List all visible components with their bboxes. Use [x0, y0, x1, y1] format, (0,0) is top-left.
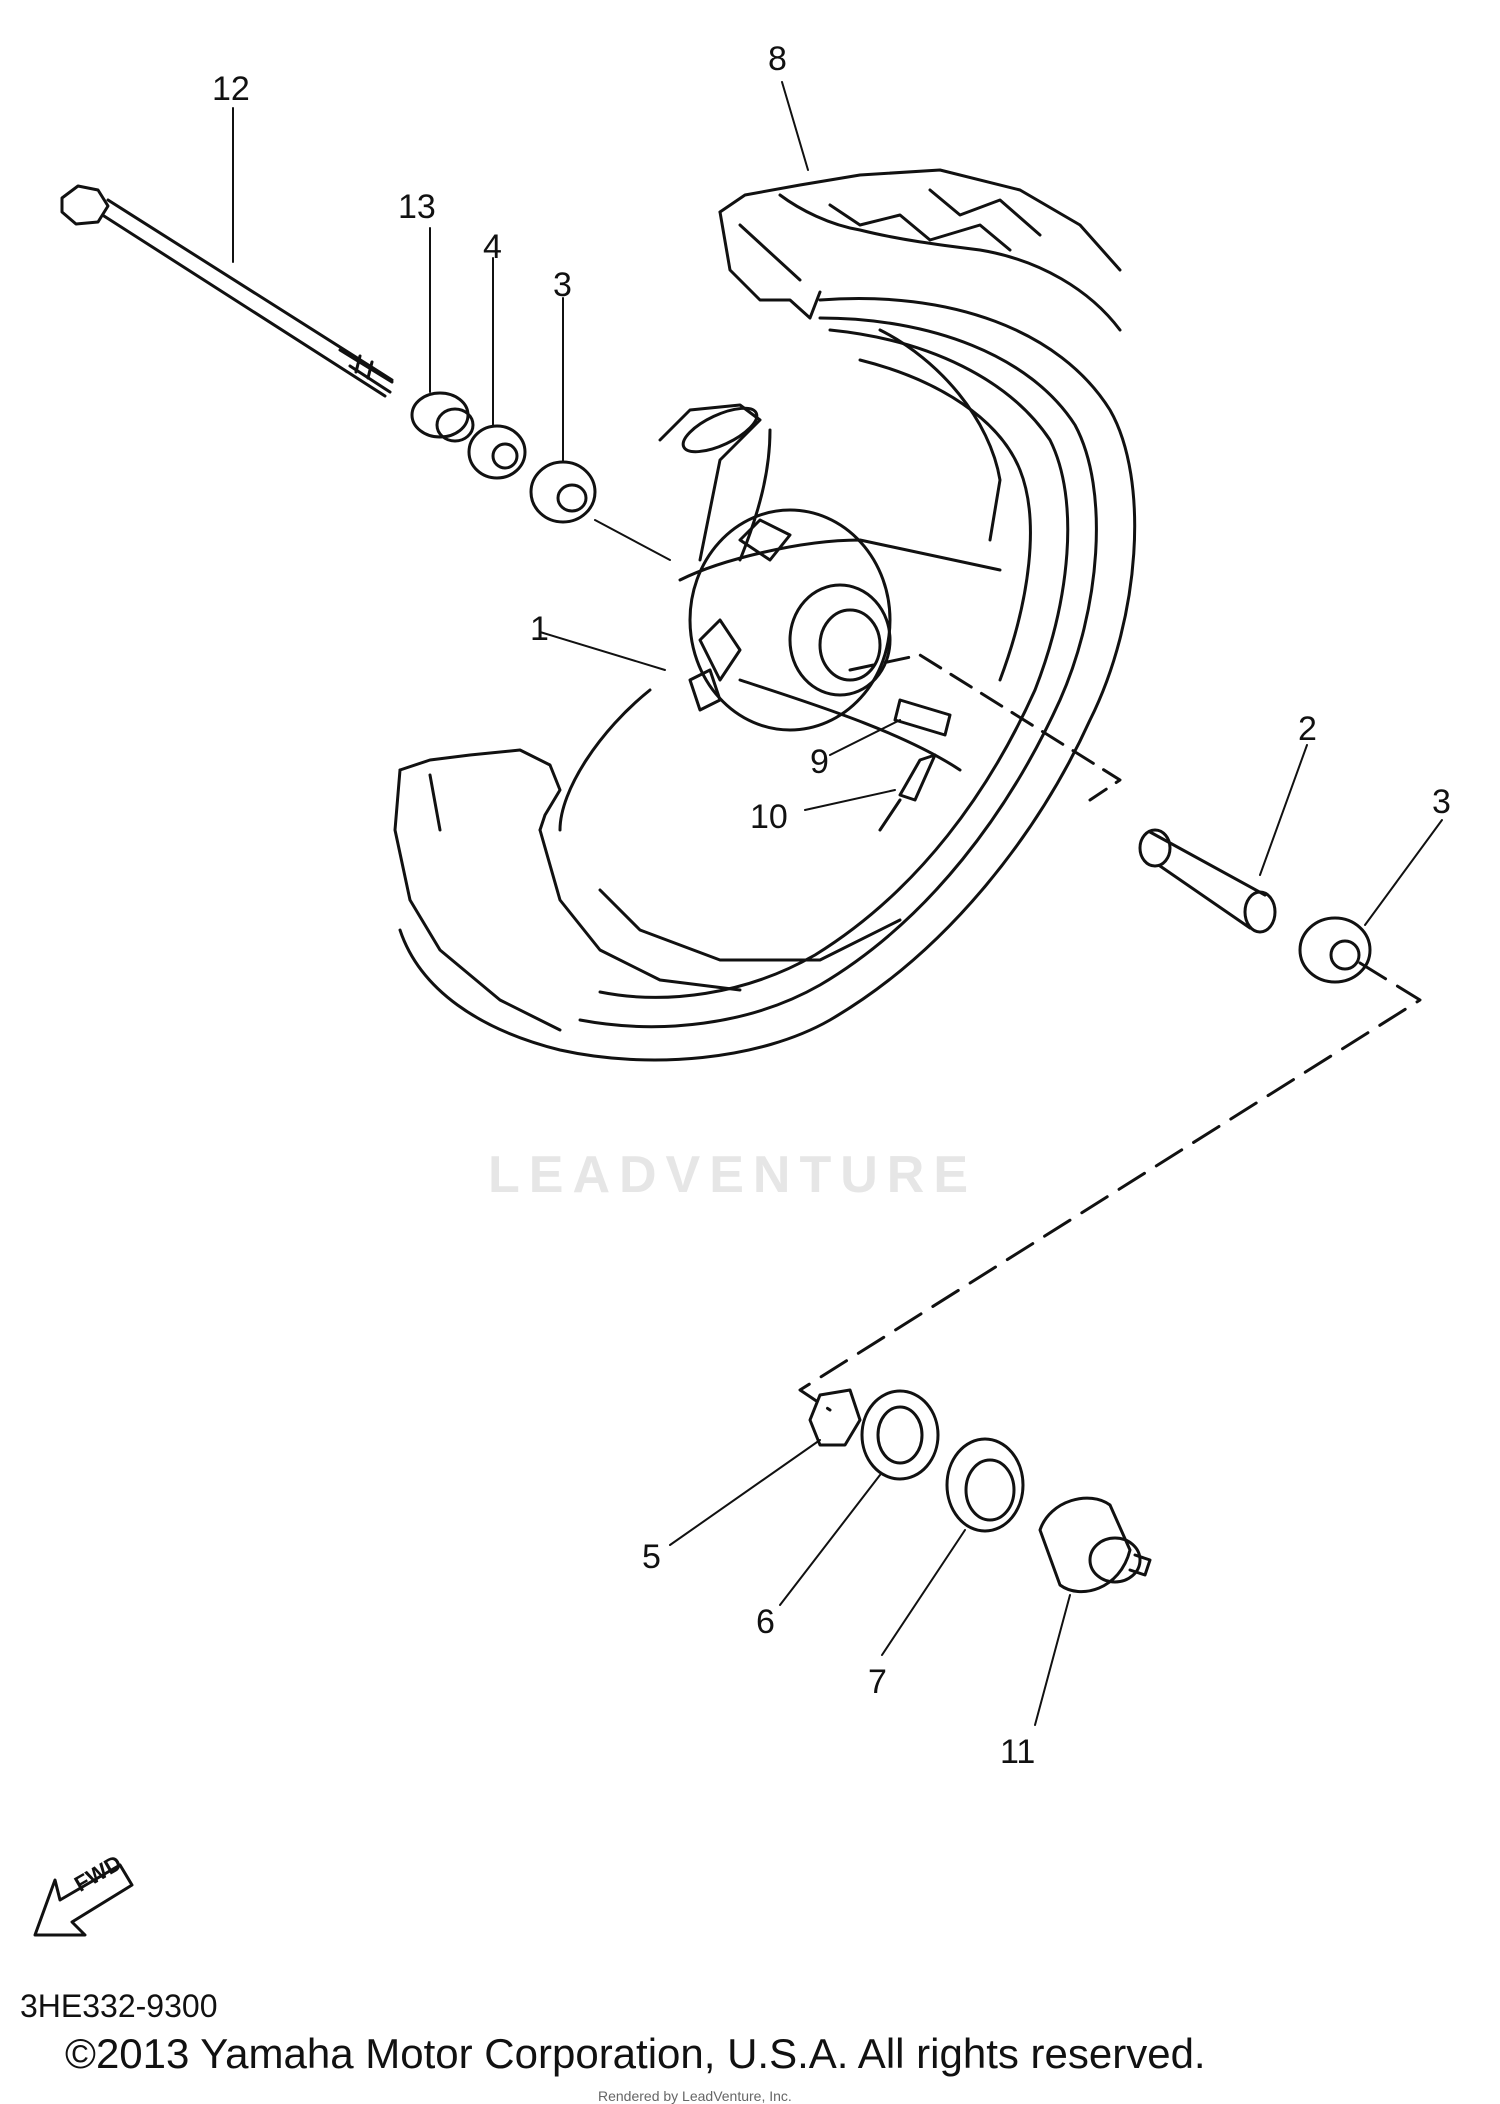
cast-wheel-part[interactable]	[393, 296, 1137, 1062]
callout-9: 9	[810, 743, 829, 781]
callout-6: 6	[756, 1603, 775, 1641]
callout-12: 12	[212, 70, 250, 108]
axle-part[interactable]	[60, 184, 394, 398]
callout-8: 8	[768, 40, 787, 78]
oil-seal-part[interactable]	[467, 424, 527, 480]
leader-lines	[232, 81, 1443, 1726]
valve-part[interactable]	[878, 698, 952, 832]
hub-part[interactable]	[658, 400, 892, 732]
bearing-part-right[interactable]	[1298, 916, 1372, 984]
callout-10: 10	[750, 798, 788, 836]
oil-seal-part-lower[interactable]	[860, 1389, 940, 1481]
copyright-notice: ©2013 Yamaha Motor Corporation, U.S.A. A…	[65, 2030, 1206, 2077]
meter-clutch-part[interactable]	[808, 1388, 862, 1447]
rendered-by-notice: Rendered by LeadVenture, Inc.	[598, 2088, 792, 2104]
callout-11: 11	[1000, 1733, 1036, 1771]
callout-3-right: 3	[1432, 783, 1451, 821]
fwd-arrow-icon	[33, 1863, 134, 1937]
tire-part[interactable]	[718, 168, 1122, 332]
callout-4: 4	[483, 228, 502, 266]
collar-part[interactable]	[1138, 828, 1277, 934]
callout-3-left: 3	[553, 266, 572, 304]
assembly-line-axle	[848, 653, 1122, 802]
assembly-line-lower	[798, 961, 1422, 1412]
callout-2: 2	[1298, 710, 1317, 748]
watermark: LEADVENTURE	[488, 1146, 978, 1204]
callout-5: 5	[642, 1538, 661, 1576]
bearing-part-left[interactable]	[529, 460, 597, 524]
callout-1: 1	[530, 610, 549, 648]
callout-13: 13	[398, 188, 436, 226]
diagram-code: 3HE332-9300	[20, 1988, 218, 2024]
bearing-part-lower[interactable]	[945, 1437, 1025, 1533]
meter-gear-part[interactable]	[1038, 1496, 1152, 1594]
spacer-part[interactable]	[410, 391, 475, 443]
callout-7: 7	[868, 1663, 887, 1701]
